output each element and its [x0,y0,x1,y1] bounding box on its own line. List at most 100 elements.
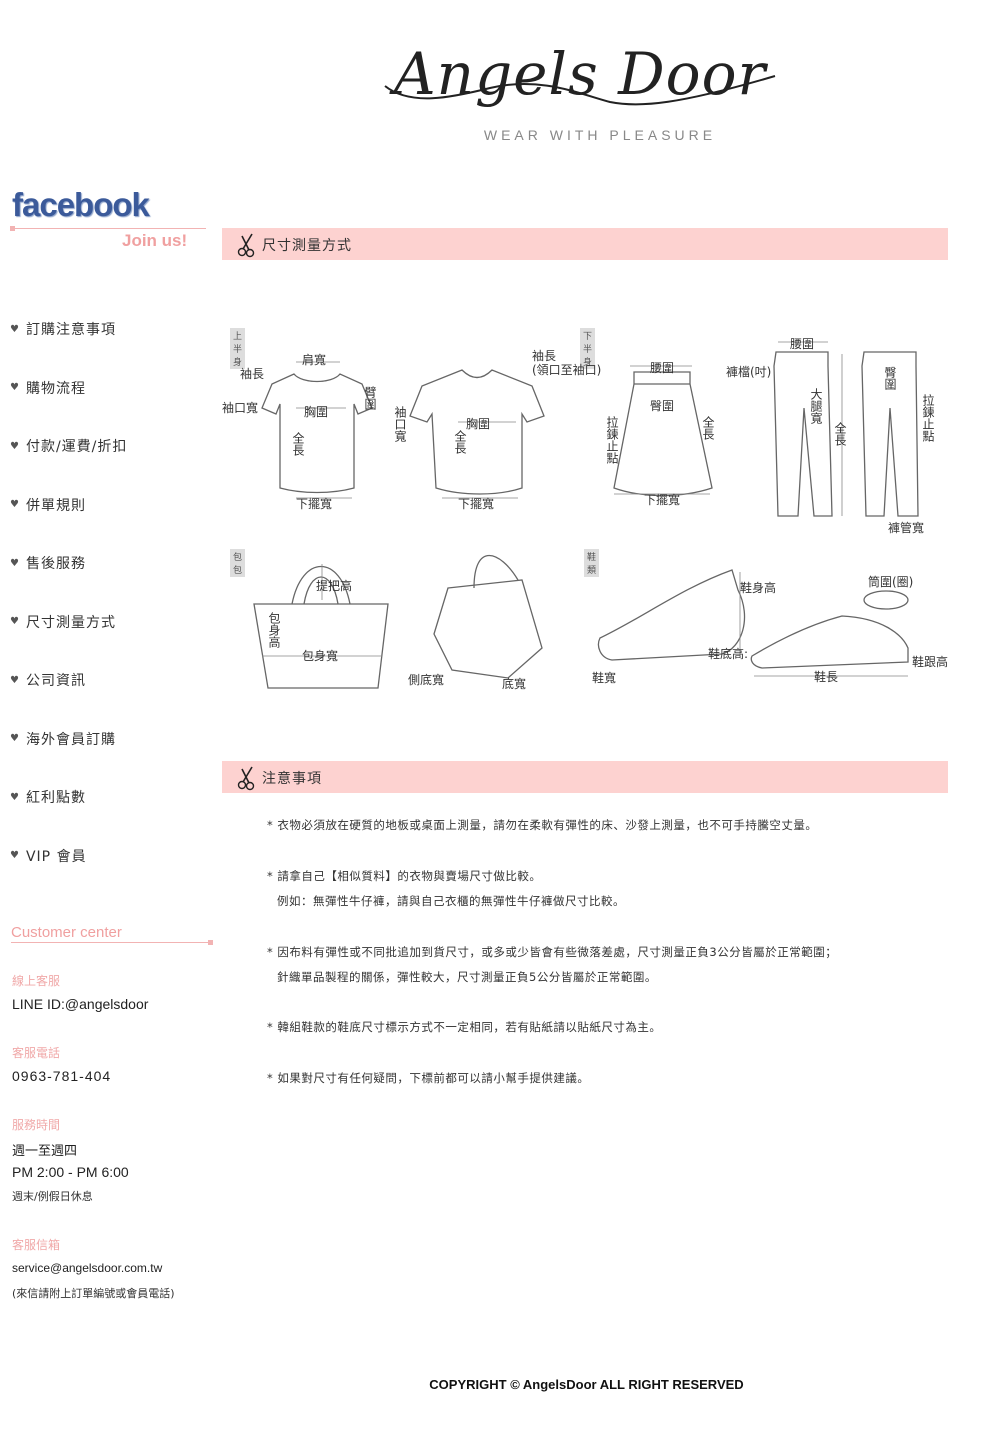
customer-center-title: Customer center [11,924,122,941]
label-length-2: 全長 [453,429,467,454]
garment-drawings: 袖長 肩寬 臂圍 袖口寬 胸圍 全長 下擺寬 袖長 (領口至袖口) 袖口寬 胸圍… [222,337,948,691]
note-item: * 因布料有彈性或不同批追加到貨尺寸，或多或少皆會有些微落差處，尺寸測量正負3公… [267,945,838,959]
tag-bag: 包包 [230,549,246,577]
label-hem-2: 下擺寬 [458,496,494,511]
heart-icon: ♥ [10,440,20,452]
tote-bag-side-drawing [433,579,543,679]
brand-logo[interactable]: Angels Door [380,36,780,116]
note-item: * 請拿自己【相似質料】的衣物與賣場尺寸做比較。 [267,869,542,883]
sidebar-item-vip[interactable]: ♥VIP 會員 [10,848,87,865]
label-length: 全長 [291,431,305,456]
hours-time: PM 2:00 - PM 6:00 [12,1164,129,1180]
note-item: 針織單品製程的關係，彈性較大，尺寸測量正負5公分皆屬於正常範圍。 [277,970,657,984]
label-sleeve-length: 袖長 [240,366,264,381]
note-item: * 韓組鞋款的鞋底尺寸標示方式不一定相同，若有貼紙請以貼紙尺寸為主。 [267,1020,662,1034]
hours-label: 服務時間 [12,1118,61,1132]
label-sleeve-note: (領口至袖口) [532,362,601,377]
scissors-icon [237,233,255,258]
skirt-drawing [613,371,713,497]
tshirt-drawing [261,373,373,494]
tag-shoes: 鞋類 [584,549,600,577]
section-title-measure: 尺寸測量方式 [262,238,352,254]
label-shoe-length: 鞋長 [814,669,838,684]
footer: COPYRIGHT © AngelsDoor ALL RIGHT RESERVE… [0,1377,993,1392]
sidebar-item-merge-rules[interactable]: ♥併單規則 [10,497,86,514]
label-handle: 提把高 [316,578,352,593]
heart-icon: ♥ [10,850,20,862]
label-skirt-hem: 下擺寬 [644,492,680,507]
label-pants-waist: 腰圍 [790,337,814,351]
label-thigh: 大腿寬 [809,388,823,424]
label-leg: 褲管寬 [888,520,924,535]
pants-back-drawing [861,351,919,517]
divider-dot [10,226,15,231]
heart-icon: ♥ [10,733,20,745]
label-zip: 拉鍊止點 [605,415,619,464]
label-waist: 腰圍 [650,361,674,375]
sidebar-item-bonus-points[interactable]: ♥紅利點數 [10,790,86,807]
facebook-join-link[interactable]: Join us! [122,231,188,250]
section-title-notes: 注意事項 [262,771,322,787]
section-bar-measure: 尺寸測量方式 [222,228,948,260]
tag-top: 上半身 [230,328,246,369]
label-hip: 臀圍 [650,399,674,413]
label-arm: 臂圍 [363,386,377,410]
tag-bottom: 下半身 [580,328,596,369]
tshirt-wide-drawing [409,369,545,495]
label-bag-width: 包身寬 [302,648,338,663]
copyright: COPYRIGHT © AngelsDoor ALL RIGHT RESERVE… [429,1377,744,1392]
label-shoe-width: 鞋寬 [592,670,616,685]
label-pants-hip: 臀圍 [883,366,897,390]
label-bottom-width: 底寬 [502,676,526,691]
mail-address[interactable]: service@angelsdoor.com.tw [12,1261,163,1275]
sneaker-side-drawing [750,615,909,669]
heart-icon: ♥ [10,499,20,511]
sidebar-item-order-notes[interactable]: ♥訂購注意事項 [10,322,116,339]
sidebar-item-payment[interactable]: ♥付款/運費/折扣 [10,439,128,456]
divider [11,942,213,943]
brand-tagline: WEAR WITH PLEASURE [483,127,717,143]
label-shoe-body: 鞋身高 [740,580,776,595]
heart-icon: ♥ [10,674,20,686]
pants-front-drawing [773,351,833,517]
mail-label: 客服信箱 [12,1238,61,1252]
note-item: * 如果對尺寸有任何疑問，下標前都可以請小幫手提供建議。 [267,1071,590,1085]
divider [12,228,206,229]
line-label: 線上客服 [12,974,61,988]
sidebar-item-size-guide[interactable]: ♥尺寸測量方式 [10,614,116,631]
label-pants-length: 全長 [833,421,847,446]
heart-icon: ♥ [10,323,20,335]
note-item: 例如：無彈性牛仔褲，請與自己衣櫃的無彈性牛仔褲做尺寸比較。 [277,894,625,908]
hours-note: 週末/例假日休息 [12,1190,93,1203]
tote-bag-drawing [253,603,389,689]
label-sleeve-length-2: 袖長 [532,348,556,363]
sidebar-menu: ♥訂購注意事項 ♥購物流程 ♥付款/運費/折扣 ♥併單規則 ♥售後服務 ♥尺寸測… [10,300,210,885]
label-hem: 下擺寬 [296,496,332,511]
label-shaft: 筒圍(圈) [868,574,913,589]
label-cuff-2: 袖口寬 [393,405,407,442]
label-cuff: 袖口寬 [222,400,258,415]
line-id[interactable]: LINE ID:@angelsdoor [12,996,149,1012]
mail-note: (來信請附上訂單編號或會員電話) [12,1287,175,1300]
phone-number[interactable]: 0963-781-404 [12,1068,112,1084]
label-rise: 褲檔(吋) [726,365,771,379]
sidebar-item-after-sales[interactable]: ♥售後服務 [10,556,86,573]
heart-icon: ♥ [10,382,20,394]
label-chest: 胸圍 [304,404,328,419]
hours-days: 週一至週四 [12,1144,78,1159]
brand-name: Angels Door [393,40,767,108]
note-item: * 衣物必須放在硬質的地板或桌面上測量，請勿在柔軟有彈性的床、沙發上測量，也不可… [267,818,818,832]
label-pants-zip: 拉鍊止點 [921,393,935,442]
section-bar-notes: 注意事項 [222,761,948,793]
label-heel: 鞋跟高 [912,654,948,669]
label-shoulder: 肩寬 [302,352,326,367]
facebook-logo[interactable]: facebook [12,186,150,223]
label-skirt-length: 全長 [701,415,715,440]
sidebar-item-overseas[interactable]: ♥海外會員訂購 [10,731,116,748]
label-chest-2: 胸圍 [466,416,490,431]
logo-swash-icon [384,75,776,106]
heart-icon: ♥ [10,557,20,569]
sidebar-item-company[interactable]: ♥公司資訊 [10,673,86,690]
scissors-icon [237,766,255,791]
sidebar-item-shopping-flow[interactable]: ♥購物流程 [10,380,86,397]
